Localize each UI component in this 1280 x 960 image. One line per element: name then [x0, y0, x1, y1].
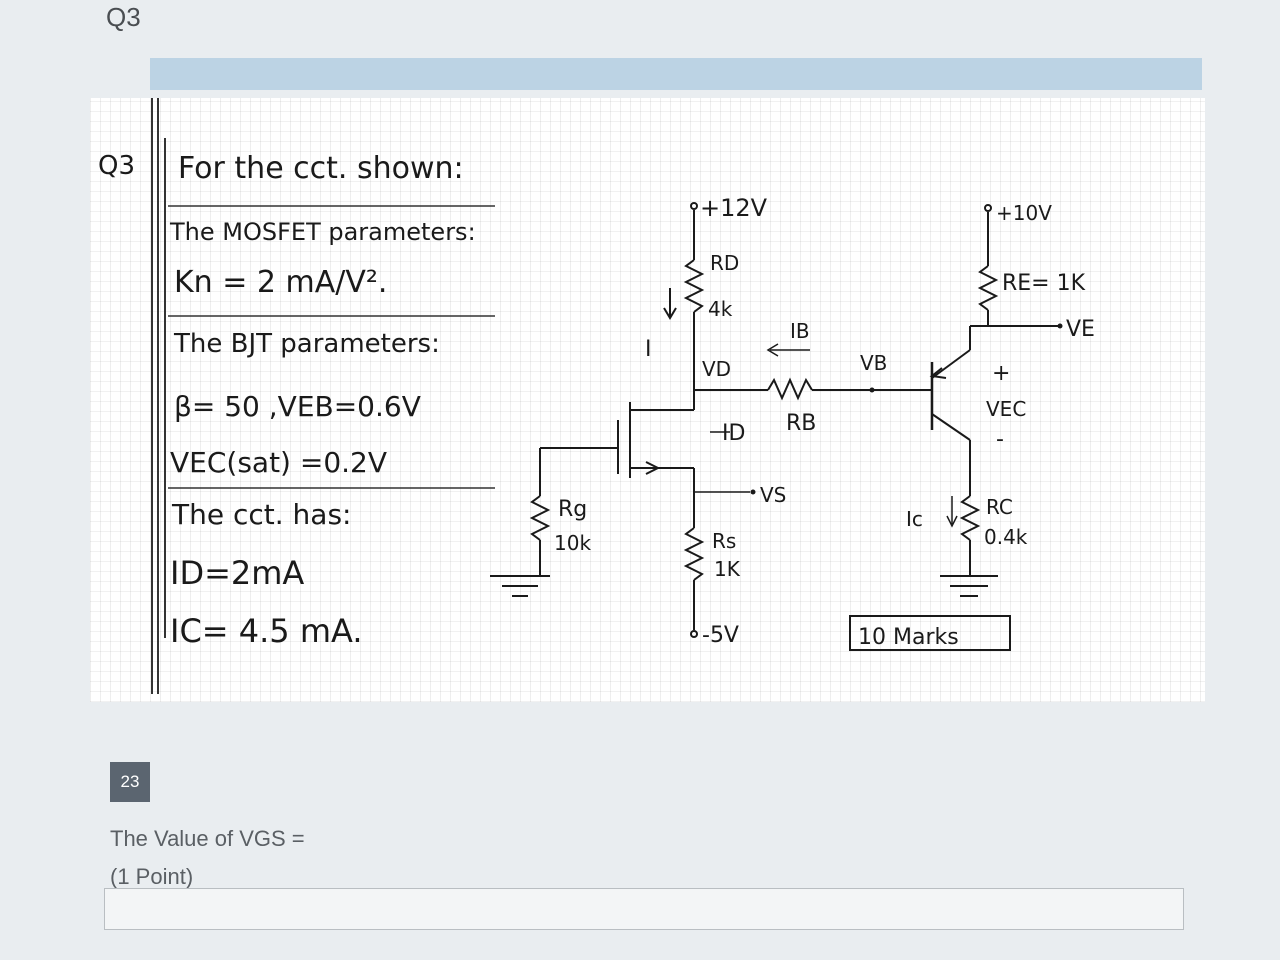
- resistor-re: [977, 265, 999, 311]
- bjt-collector-lead: [931, 413, 971, 441]
- bjt-emitter-arrow: [929, 367, 947, 379]
- text-mosfet-heading: The MOSFET parameters:: [169, 218, 476, 246]
- label-m5v: -5V: [702, 623, 739, 648]
- label-i: I: [645, 337, 652, 362]
- label-rd: RD: [710, 251, 739, 275]
- node-m5v: [690, 630, 698, 638]
- label-vs: VS: [760, 483, 786, 507]
- node-10v: [984, 204, 992, 212]
- label-rs-value: 1K: [714, 557, 741, 581]
- answer-input[interactable]: [104, 888, 1184, 930]
- label-minus: -: [996, 427, 1004, 452]
- node-vb: [869, 387, 875, 393]
- label-rd-value: 4k: [708, 297, 733, 321]
- text-intro: For the cct. shown:: [178, 151, 464, 186]
- question-points: (1 Point): [110, 864, 194, 889]
- label-plus: +: [992, 361, 1010, 386]
- label-rb: RB: [786, 411, 816, 436]
- label-vec: VEC: [986, 397, 1026, 421]
- label-rg-value: 10k: [554, 531, 591, 555]
- label-12v: +12V: [700, 194, 768, 222]
- resistor-rb: [767, 377, 813, 401]
- node-ve: [1057, 323, 1063, 329]
- resistor-rs: [683, 527, 705, 581]
- label-marks: 10 Marks: [858, 625, 959, 650]
- node-12v: [690, 202, 698, 210]
- node-vs: [750, 489, 756, 495]
- question-image: Q3 For the cct. shown: The MOSFET parame…: [90, 98, 1205, 702]
- resistor-rg: [529, 495, 551, 541]
- label-10v: +10V: [996, 201, 1052, 225]
- label-ve: VE: [1066, 317, 1095, 342]
- mosfet-arrow: [645, 461, 661, 475]
- label-vd: VD: [702, 357, 731, 381]
- text-beta-veb: β= 50 ,VEB=0.6V: [174, 390, 421, 423]
- text-vec-sat: VEC(sat) =0.2V: [170, 446, 387, 479]
- question-prompt: The Value of VGS =: [110, 826, 305, 851]
- label-re: RE= 1K: [1002, 271, 1086, 296]
- label-ib: IB: [790, 319, 810, 343]
- arrow-i-head: [663, 307, 677, 320]
- resistor-rc: [959, 495, 981, 541]
- marks-box: [849, 615, 1011, 651]
- label-id: ID: [722, 421, 745, 446]
- label-rc: RC: [986, 495, 1013, 519]
- label-rg: Rg: [558, 497, 587, 522]
- text-bjt-heading: The BJT parameters:: [173, 329, 440, 359]
- arrow-ib-head: [766, 343, 779, 357]
- bjt-emitter-lead: [931, 349, 971, 379]
- label-vb: VB: [860, 351, 887, 375]
- text-ic-value: IC= 4.5 mA.: [170, 612, 363, 650]
- label-rs: Rs: [712, 529, 736, 553]
- label-ic: Ic: [906, 507, 923, 531]
- resistor-rd: [683, 259, 705, 313]
- label-q3: Q3: [98, 151, 135, 181]
- text-id-value: ID=2mA: [170, 554, 304, 592]
- section-title: Q3: [106, 2, 141, 32]
- arrow-ic-head: [946, 515, 958, 528]
- question-number-badge: 23: [110, 762, 150, 802]
- text-kn: Kn = 2 mA/V².: [174, 265, 387, 300]
- label-rc-value: 0.4k: [984, 525, 1028, 549]
- section-banner: [150, 58, 1202, 90]
- circuit-diagram: Q3 For the cct. shown: The MOSFET parame…: [98, 98, 1095, 694]
- text-cct-has: The cct. has:: [171, 498, 351, 531]
